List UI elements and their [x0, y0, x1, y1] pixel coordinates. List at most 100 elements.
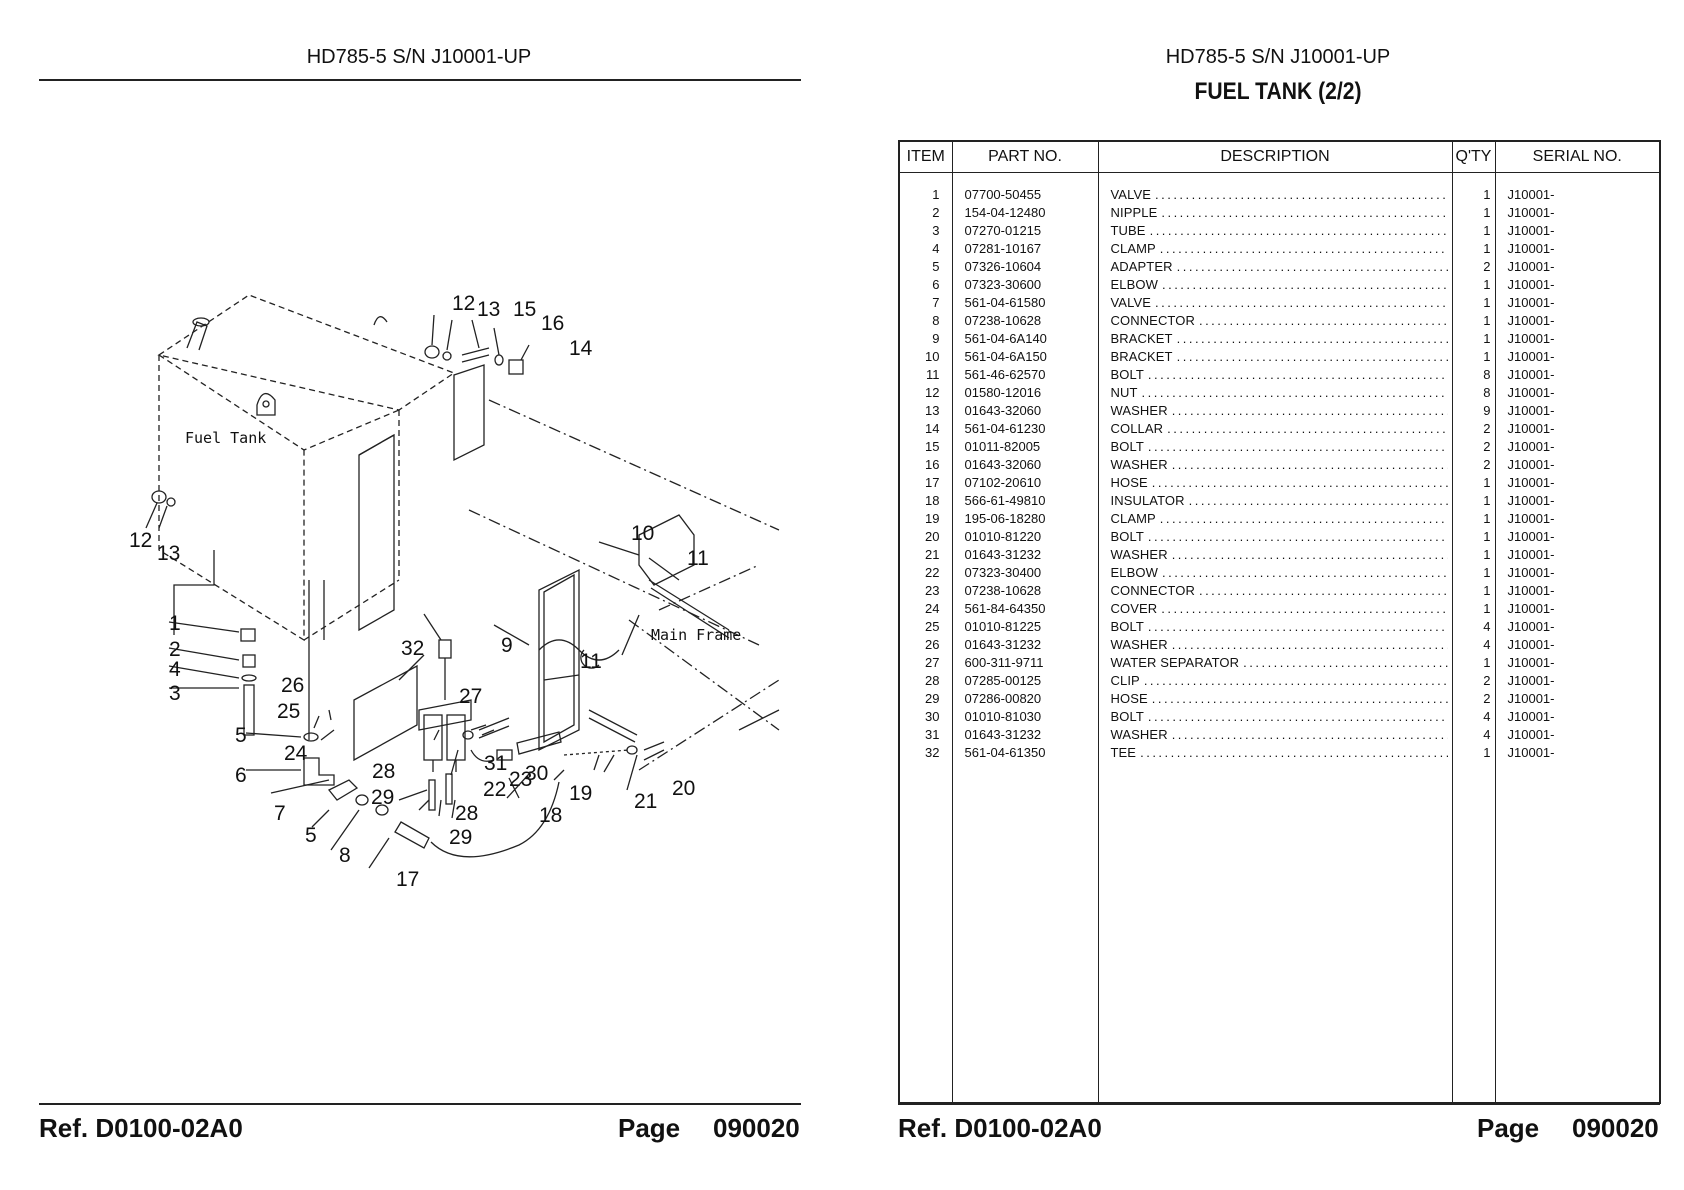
row-description: ELBOW	[1110, 565, 1158, 580]
callout-31: 31	[484, 752, 507, 775]
left-footer-ref: Ref. D0100-02A0	[39, 1113, 243, 1143]
row-item-number: 11	[926, 367, 940, 382]
row-quantity: 1	[1483, 349, 1491, 364]
table-header-row: ITEM PART NO. DESCRIPTION Q'TY SERIAL NO…	[898, 140, 1661, 173]
row-part-number: 01643-32060	[964, 403, 1042, 418]
row-item-number: 6	[932, 277, 940, 292]
row-description: BRACKET	[1110, 331, 1173, 346]
row-quantity: 1	[1483, 745, 1491, 760]
callout-32: 32	[401, 637, 424, 660]
callout-28b: 28	[455, 802, 478, 825]
callout-23: 23	[509, 768, 532, 791]
row-serial-number: J10001-	[1507, 367, 1555, 382]
left-footer-page-label: Page	[618, 1113, 681, 1143]
row-item-number: 2	[932, 205, 940, 220]
row-item-number: 32	[925, 745, 940, 760]
callout-26: 26	[281, 674, 304, 697]
row-quantity: 9	[1483, 403, 1491, 418]
row-part-number: 561-04-61580	[964, 295, 1046, 310]
leader-dots: ........................................…	[1161, 277, 1448, 292]
row-description: CONNECTOR	[1110, 583, 1195, 598]
leader-dots: ........................................…	[1198, 313, 1448, 328]
row-item-number: 4	[932, 241, 940, 256]
row-part-number: 600-311-9711	[964, 655, 1044, 670]
row-part-number: 561-04-61230	[964, 421, 1046, 436]
row-serial-number: J10001-	[1507, 583, 1555, 598]
row-serial-number: J10001-	[1507, 277, 1555, 292]
leader-dots: ........................................…	[1171, 727, 1448, 742]
row-description: HOSE	[1110, 691, 1148, 706]
row-part-number: 07285-00125	[964, 673, 1042, 688]
row-description: NUT	[1110, 385, 1138, 400]
leader-dots: ........................................…	[1171, 457, 1448, 472]
row-description: TEE	[1110, 745, 1137, 760]
callout-7: 7	[274, 802, 286, 825]
leader-dots: ........................................…	[1154, 295, 1448, 310]
row-quantity: 1	[1483, 331, 1491, 346]
row-part-number: 195-06-18280	[964, 511, 1046, 526]
row-part-number: 561-84-64350	[964, 601, 1046, 616]
row-description-line: CONNECTOR...............................…	[1099, 312, 1452, 330]
callout-13b: 13	[157, 542, 180, 565]
callout-10: 10	[631, 522, 654, 545]
row-serial-number: J10001-	[1507, 475, 1555, 490]
leader-dots: ........................................…	[1140, 745, 1447, 760]
row-item-number: 17	[925, 475, 940, 490]
row-description-line: CLAMP...................................…	[1099, 510, 1452, 528]
row-description-line: ELBOW...................................…	[1099, 564, 1452, 582]
row-quantity: 4	[1483, 709, 1491, 724]
row-part-number: 01010-81030	[964, 709, 1042, 724]
row-item-number: 13	[925, 403, 940, 418]
row-item-number: 21	[925, 547, 940, 562]
row-part-number: 07323-30400	[964, 565, 1042, 580]
row-item-number: 30	[925, 709, 940, 724]
row-description: WASHER	[1110, 637, 1168, 652]
row-serial-number: J10001-	[1507, 529, 1555, 544]
callout-11b: 11	[580, 650, 602, 673]
row-description: WASHER	[1110, 403, 1168, 418]
row-description: ADAPTER	[1110, 259, 1173, 274]
row-serial-number: J10001-	[1507, 601, 1555, 616]
row-quantity: 2	[1483, 421, 1491, 436]
leader-dots: ........................................…	[1176, 259, 1448, 274]
callout-6: 6	[235, 764, 247, 787]
row-item-number: 15	[925, 439, 940, 454]
row-item-number: 1	[932, 187, 940, 202]
row-description: WASHER	[1110, 457, 1168, 472]
row-description-line: TUBE....................................…	[1099, 222, 1452, 240]
row-part-number: 01643-31232	[964, 637, 1042, 652]
leader-dots: ........................................…	[1151, 475, 1448, 490]
row-serial-number: J10001-	[1507, 457, 1555, 472]
callout-11a: 11	[687, 547, 709, 570]
leader-dots: ........................................…	[1167, 421, 1447, 436]
row-item-number: 8	[932, 313, 940, 328]
row-description-line: COVER...................................…	[1099, 600, 1452, 618]
col-header-description: DESCRIPTION	[1097, 140, 1453, 173]
callout-9: 9	[501, 634, 513, 657]
row-description-line: BRACKET.................................…	[1099, 348, 1452, 366]
callout-1: 1	[169, 612, 181, 635]
row-quantity: 1	[1483, 493, 1491, 508]
row-serial-number: J10001-	[1507, 205, 1555, 220]
row-part-number: 07238-10628	[964, 313, 1042, 328]
leader-dots: ........................................…	[1198, 583, 1448, 598]
leader-dots: ........................................…	[1188, 493, 1448, 508]
row-description-line: BOLT....................................…	[1099, 438, 1452, 456]
row-serial-number: J10001-	[1507, 565, 1555, 580]
row-description-line: BOLT....................................…	[1099, 618, 1452, 636]
row-description-line: COLLAR..................................…	[1099, 420, 1452, 438]
callout-12b: 12	[129, 529, 152, 552]
row-item-number: 28	[925, 673, 940, 688]
row-item-number: 25	[925, 619, 940, 634]
row-part-number: 01011-82005	[964, 439, 1041, 454]
row-part-number: 561-04-6A150	[964, 349, 1047, 364]
callout-2: 2	[169, 638, 181, 661]
row-quantity: 1	[1483, 187, 1491, 202]
leader-dots: ........................................…	[1151, 691, 1448, 706]
row-description: WATER SEPARATOR	[1110, 655, 1240, 670]
row-item-number: 7	[932, 295, 940, 310]
row-item-number: 20	[925, 529, 940, 544]
row-description-line: HOSE....................................…	[1099, 474, 1452, 492]
right-footer-page-no: 090020	[1572, 1113, 1659, 1143]
